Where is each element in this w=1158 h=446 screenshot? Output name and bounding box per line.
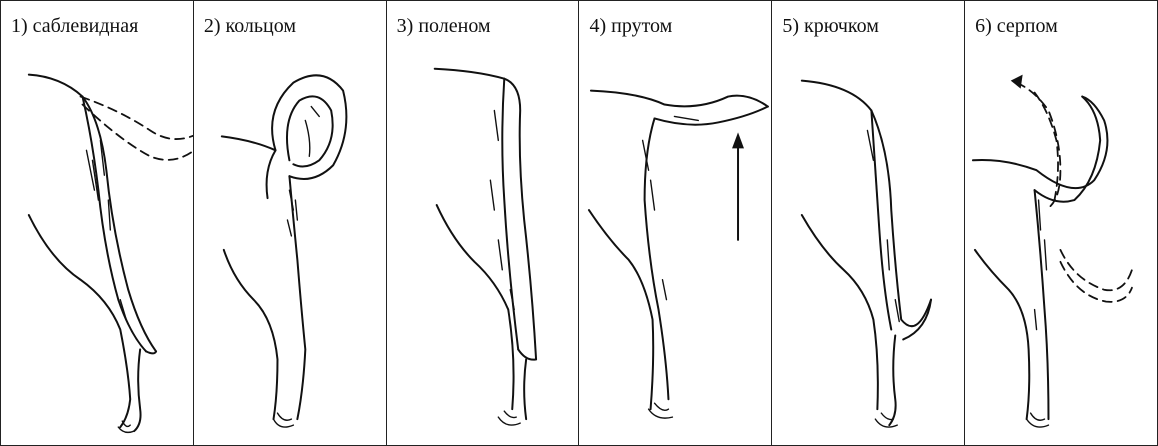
dog-hindquarter-rod-tail-drawing [579, 1, 771, 445]
dog-hindquarter-sabre-tail-drawing [1, 1, 193, 445]
dog-hindquarter-sickle-tail-drawing [965, 1, 1157, 445]
panel-sickle: 6) серпом [965, 1, 1157, 445]
panel-sabre: 1) саблевидная [1, 1, 194, 445]
panel-rod: 4) прутом [579, 1, 772, 445]
panel-log: 3) поленом [387, 1, 580, 445]
dog-hindquarter-ring-tail-drawing [194, 1, 386, 445]
dog-hindquarter-hook-tail-drawing [772, 1, 964, 445]
panel-hook: 5) крючком [772, 1, 965, 445]
dog-hindquarter-log-tail-drawing [387, 1, 579, 445]
panel-ring: 2) кольцом [194, 1, 387, 445]
